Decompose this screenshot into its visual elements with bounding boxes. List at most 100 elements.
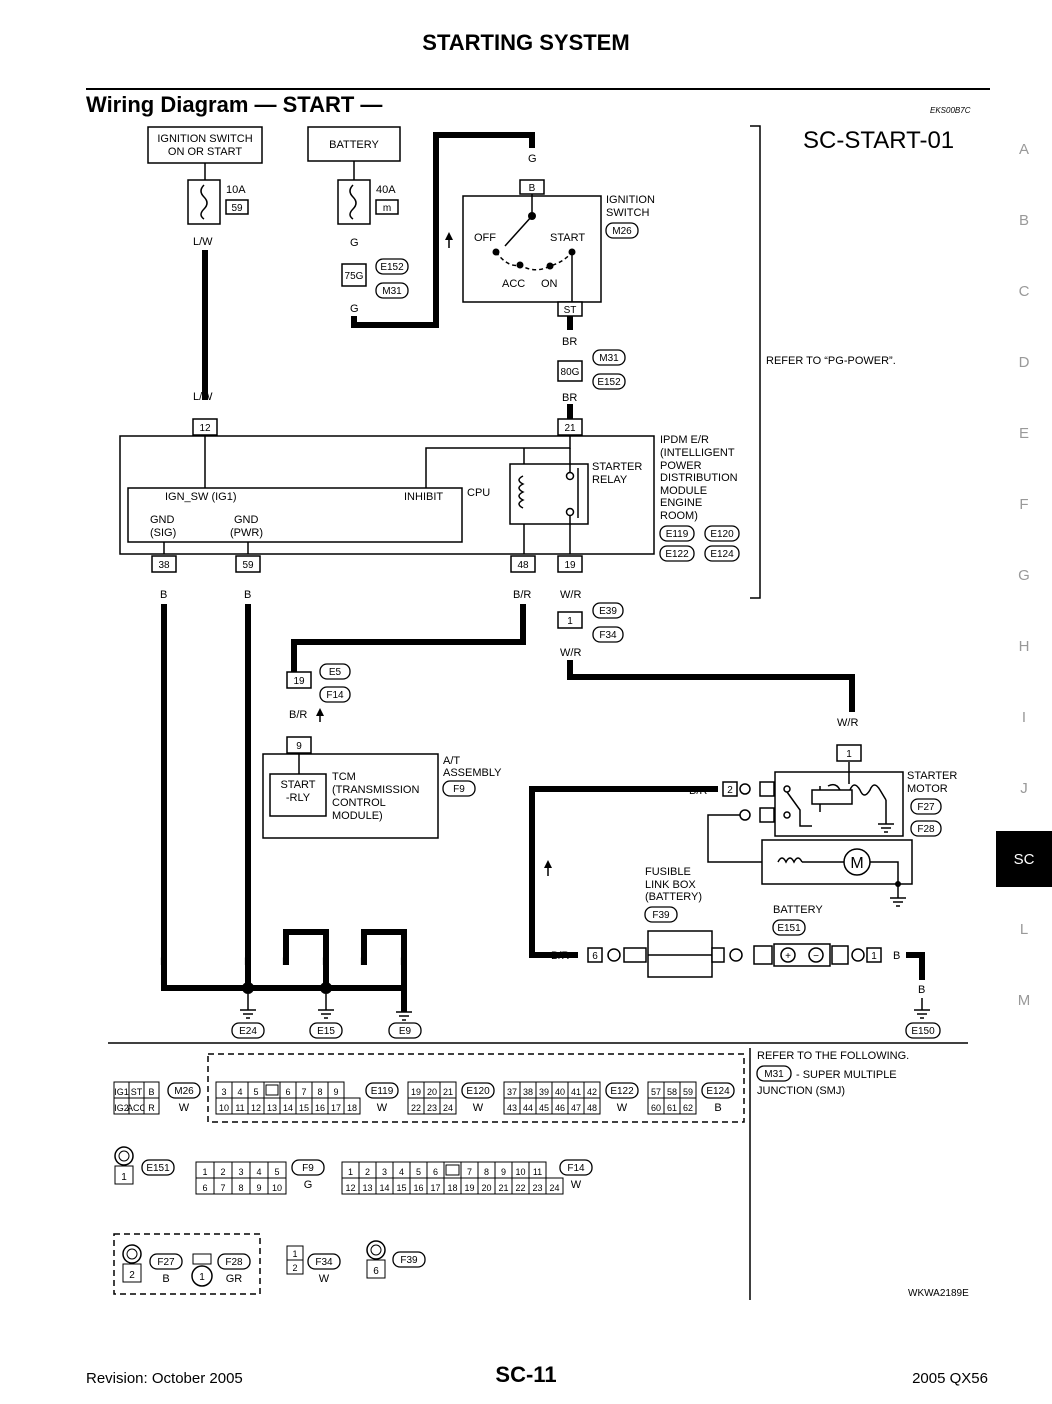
- e24-pill: [231, 1022, 265, 1039]
- ipdm-cpu-box: [127, 487, 463, 543]
- conn-e120-pin: 21: [443, 1087, 453, 1097]
- ref-code: EKS00B7C: [930, 106, 971, 115]
- conn-e119-pin: 7: [301, 1087, 306, 1097]
- ipdm-pin-19-label: 19: [564, 560, 576, 571]
- e9-label: E9: [399, 1026, 412, 1037]
- side-tab-l[interactable]: L: [1019, 921, 1029, 938]
- side-tab-b[interactable]: B: [1018, 212, 1029, 229]
- conn-f14-pill: [559, 1159, 593, 1176]
- at-assembly-label-1: A/T: [443, 755, 460, 767]
- side-tab-j[interactable]: J: [1020, 780, 1028, 797]
- starter-relay-box: [509, 463, 589, 525]
- side-tab-d[interactable]: D: [1018, 354, 1030, 371]
- ipdm-label-1: IPDM E/R: [660, 434, 709, 446]
- ign-off-label: OFF: [474, 232, 496, 244]
- side-tab-i[interactable]: I: [1021, 709, 1027, 726]
- m31-label-1: M31: [382, 286, 402, 297]
- pin-1-starter-label: 1: [846, 749, 852, 760]
- splice-1: [242, 982, 254, 994]
- battery2-eyelet: [851, 948, 865, 962]
- fusible-link-box: [647, 930, 713, 978]
- ign-conn-b-label: B: [529, 183, 536, 194]
- ipdm-pin-19-box: [557, 555, 583, 573]
- ipdm-pin-38-box: [151, 555, 177, 573]
- e24-label: E24: [239, 1026, 257, 1037]
- starter-motor-label-2: MOTOR: [907, 783, 948, 795]
- side-tab-e[interactable]: E: [1018, 425, 1029, 442]
- conn-f14-pin: 16: [413, 1183, 423, 1193]
- conn-f14-pin: 4: [399, 1167, 404, 1177]
- conn-e151-pin-box: [114, 1165, 134, 1185]
- conn-f14-pin: 23: [532, 1183, 542, 1193]
- ign-on-start-label-2: ON OR START: [168, 146, 242, 158]
- ipdm-pin-21-label: 21: [564, 423, 576, 434]
- e9-pill: [388, 1022, 422, 1039]
- e152-label-1: E152: [380, 262, 404, 273]
- conn-e122-pin: 42: [587, 1087, 597, 1097]
- conn-e120-cell: [439, 1097, 457, 1115]
- conn-m26-pin: ACC: [127, 1103, 147, 1113]
- conn-f27-round-inner: [126, 1248, 138, 1260]
- conn-f34-pin: 1: [292, 1249, 297, 1259]
- conn-e122-pin: 47: [571, 1103, 581, 1113]
- conn-f9-pin: 10: [272, 1183, 282, 1193]
- wire-g-label-3: G: [528, 153, 537, 165]
- pin-2-starter-box: [722, 781, 738, 797]
- ground-e9-icon: [396, 1011, 412, 1021]
- ipdm-pin-38-label: 38: [158, 560, 170, 571]
- e151-label: E151: [777, 923, 801, 934]
- m26-label: M26: [612, 226, 632, 237]
- conn-e122-pin: 40: [555, 1087, 565, 1097]
- starter-conn-2: [759, 781, 775, 797]
- side-tab-h[interactable]: H: [1018, 638, 1030, 655]
- conn-e120-id: E120: [466, 1086, 490, 1097]
- side-tab-c[interactable]: C: [1018, 283, 1030, 300]
- conn-e119-pin: 3: [221, 1087, 226, 1097]
- wire-br-label-6: B/R: [551, 950, 569, 962]
- f34-pill: [592, 626, 624, 643]
- smj-m31-label: M31: [764, 1069, 784, 1080]
- e124-label: E124: [710, 549, 734, 560]
- ign-switch-arm: [504, 215, 533, 247]
- smj-text-2: JUNCTION (SMJ): [757, 1085, 845, 1097]
- battery2-positive-icon: [780, 947, 796, 963]
- wire-lw-label-bottom: L/W: [193, 391, 213, 403]
- conn-f34-pin: 2: [292, 1263, 297, 1273]
- side-tab-m[interactable]: M: [1017, 992, 1031, 1009]
- e152-pill-2: [592, 373, 626, 390]
- wire-b-label-1: B: [160, 589, 167, 601]
- pg-power-bracket: [750, 125, 761, 599]
- start-rly-box: [269, 773, 327, 817]
- conn-f14-pin: 15: [396, 1183, 406, 1193]
- conn-f9-cell: [267, 1177, 287, 1195]
- fusible-conn-right: [711, 947, 725, 963]
- starter-relay-pin-top: [565, 471, 575, 481]
- conn-e124-pin: 62: [683, 1103, 693, 1113]
- e150-label: E150: [911, 1026, 935, 1037]
- wire-b-label-8: B: [400, 956, 407, 968]
- conn-e124-pill: [701, 1082, 735, 1099]
- conn-f27-color: B: [162, 1273, 169, 1285]
- side-tab-f[interactable]: F: [1019, 496, 1029, 513]
- f39-label: F39: [652, 910, 670, 921]
- conn-e120-pin: 20: [427, 1087, 437, 1097]
- wire-br-label-2: BR: [562, 392, 577, 404]
- side-tab-sc[interactable]: SC: [996, 831, 1052, 887]
- conn-80g-box: [557, 360, 583, 382]
- e119-pill: [659, 525, 695, 542]
- side-tab-g[interactable]: G: [1018, 567, 1030, 584]
- conn-f28-round: [191, 1265, 213, 1287]
- pin-1-e151-box: [866, 947, 882, 963]
- conn-f39-id: F39: [400, 1255, 418, 1266]
- battery2-label: BATTERY: [773, 904, 823, 916]
- conn-f39-pin: 6: [373, 1266, 379, 1277]
- f14-label: F14: [326, 690, 344, 701]
- tcm-label-2: (TRANSMISSION: [332, 784, 419, 796]
- conn-e119-pin: 15: [299, 1103, 309, 1113]
- conn-f34-id: F34: [315, 1257, 333, 1268]
- fuse-10a-icon: [187, 179, 221, 225]
- motor-icon-letter: M: [850, 855, 863, 872]
- battery-box-label: BATTERY: [329, 139, 379, 151]
- conn-80g-label: 80G: [561, 367, 580, 378]
- side-tab-a[interactable]: A: [1018, 141, 1029, 158]
